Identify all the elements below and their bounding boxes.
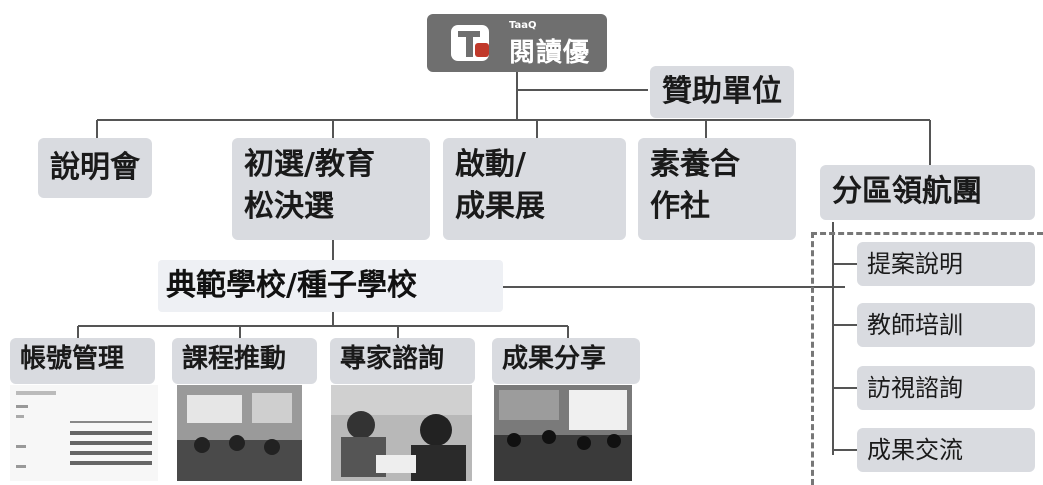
root-node-logo: TaaQ 閱讀優 [427, 14, 607, 72]
node-regional-guidance: 分區領航團 [820, 165, 1035, 220]
node-proposal-briefing: 提案說明 [857, 242, 1035, 286]
node-expert-consult: 專家諮詢 [330, 338, 475, 384]
screenshot-thumbnail-image [10, 385, 158, 481]
node-results-sharing: 成果分享 [492, 338, 640, 384]
results-sharing-photo-image [494, 385, 632, 481]
node-results-exchange: 成果交流 [857, 428, 1035, 472]
node-literacy-cooperative: 素養合 作社 [638, 138, 796, 240]
brand-label: TaaQ [509, 20, 537, 31]
node-visit-consult: 訪視諮詢 [857, 366, 1035, 410]
root-title: 閱讀優 [509, 38, 591, 68]
regional-dashed-frame [811, 232, 1043, 485]
node-course-promotion: 課程推動 [172, 338, 317, 384]
node-account-management: 帳號管理 [10, 338, 155, 384]
expert-consult-photo-image [331, 385, 472, 481]
classroom-photo-image [177, 385, 302, 481]
node-selection-education: 初選/教育 松決選 [232, 138, 430, 240]
node-model-school: 典範學校/種子學校 [158, 260, 503, 312]
node-launch-exhibition: 啟動/ 成果展 [443, 138, 626, 240]
logo-icon [451, 25, 489, 61]
node-teacher-training: 教師培訓 [857, 303, 1035, 347]
node-sponsor: 贊助單位 [650, 66, 794, 118]
node-briefing: 說明會 [38, 138, 152, 198]
